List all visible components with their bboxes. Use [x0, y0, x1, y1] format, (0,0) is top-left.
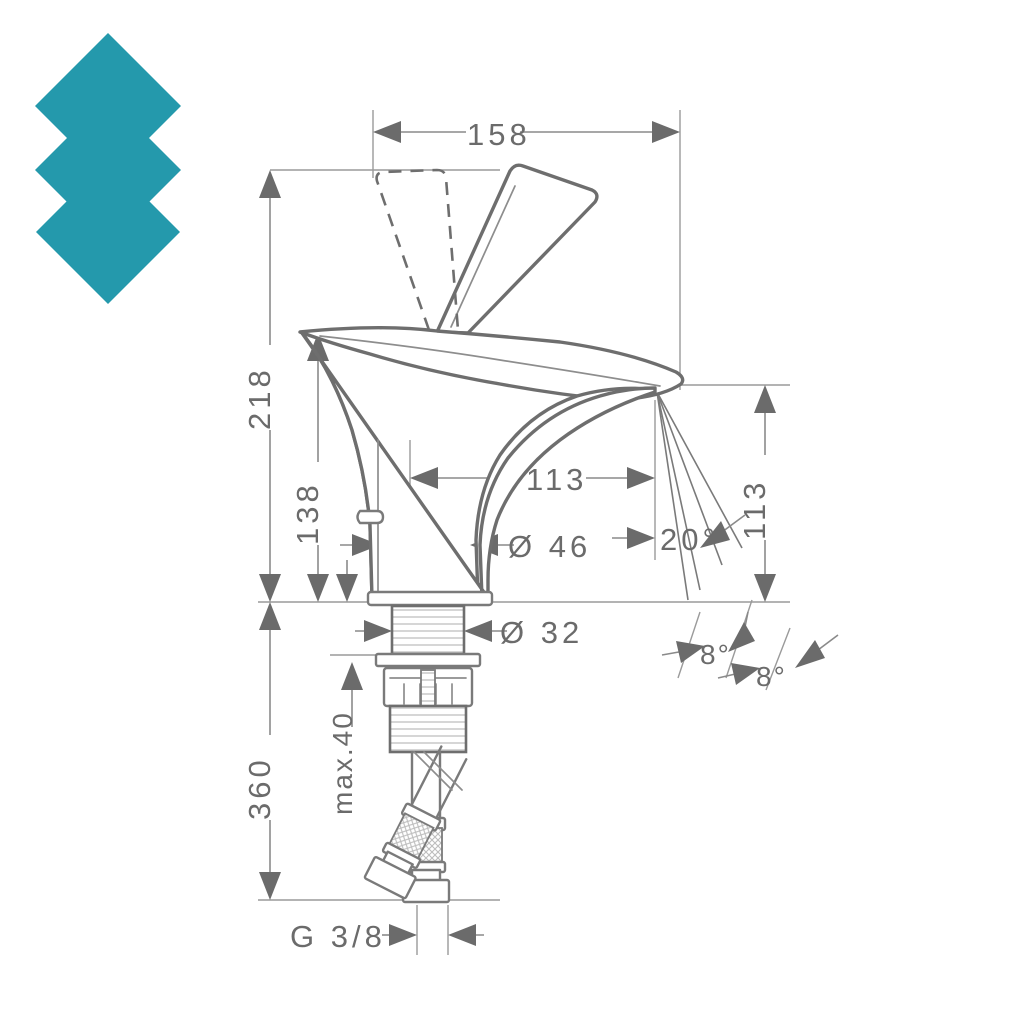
dimension-label-d32: Ø 32	[500, 615, 583, 650]
mounting-shank-lower	[388, 704, 468, 754]
hose-routing-lines	[413, 751, 463, 791]
dimension-overall-height: 218	[242, 170, 281, 602]
dimension-shank-diameter: Ø 32	[355, 615, 583, 650]
dimension-label-158: 158	[467, 117, 531, 152]
mounting-shank-thread	[390, 604, 466, 656]
faucet-handle-dashed-position	[375, 168, 460, 331]
dimension-spray-angle-8-left: 8°	[661, 599, 755, 679]
chevron-diamond-logo	[35, 33, 181, 304]
dimension-label-20deg: 20°	[660, 522, 719, 557]
dimension-label-8deg-left: 8°	[700, 639, 731, 670]
popup-waste-lever	[356, 509, 385, 525]
dimension-max-thickness: max.40	[327, 662, 363, 815]
spray-cone	[656, 391, 743, 601]
dimension-label-max40: max.40	[327, 711, 358, 815]
dimension-label-218: 218	[242, 366, 277, 430]
dimension-spray-height: 113	[737, 385, 776, 602]
dimension-overall-width: 158	[373, 117, 680, 152]
dimension-label-138: 138	[290, 481, 325, 545]
dimension-body-base-arrows	[336, 534, 380, 602]
mounting-washer	[374, 652, 482, 668]
dimension-total-depth: 360	[242, 602, 281, 900]
supply-hose-right	[363, 745, 468, 900]
dimension-spout-height: 138	[290, 333, 329, 602]
dimension-label-113-reach: 113	[526, 462, 587, 497]
dimension-connection-thread: G 3/8	[290, 905, 484, 955]
dimension-label-360: 360	[242, 756, 277, 820]
faucet-base-ring	[366, 590, 494, 607]
dimension-label-g38: G 3/8	[290, 919, 386, 954]
dimension-spray-angle-8-right: 8°	[717, 627, 839, 692]
faucet-drawing	[298, 163, 685, 904]
dimension-label-8deg-right: 8°	[756, 661, 787, 692]
dimension-spout-reach: 113	[410, 462, 655, 497]
faucet-handle	[435, 163, 599, 335]
dimension-spray-angle-20: 20°	[612, 514, 746, 557]
dimension-label-d46: Ø 46	[508, 529, 591, 564]
dimension-label-113-height: 113	[737, 479, 772, 540]
faucet-spout-shell	[298, 326, 685, 402]
